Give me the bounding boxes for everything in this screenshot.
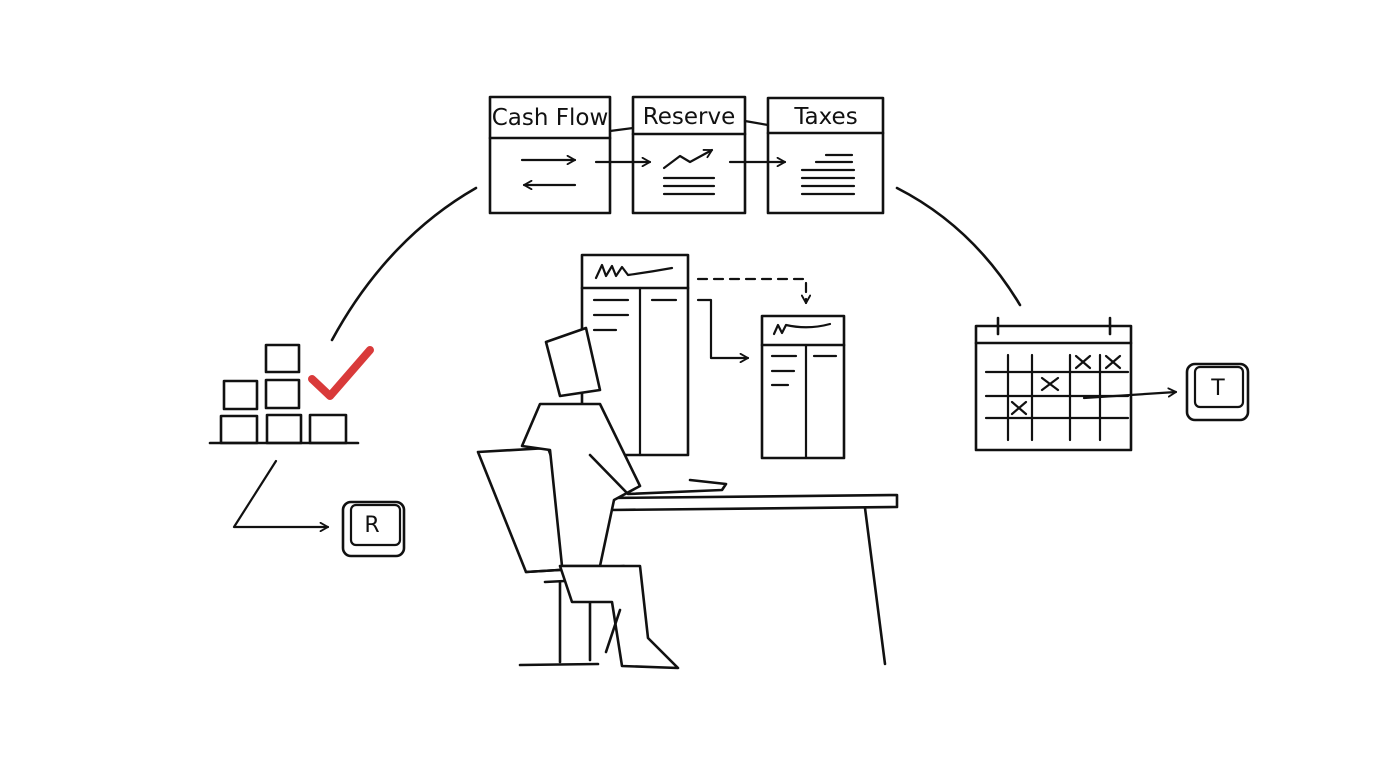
card-title-taxes: Taxes xyxy=(793,104,857,130)
key-t-letter: T xyxy=(1210,376,1225,401)
key-r: R xyxy=(341,500,406,558)
key-r-letter: R xyxy=(364,513,379,538)
left-arc xyxy=(330,186,478,342)
calendar-icon xyxy=(974,316,1178,452)
check-mark-icon xyxy=(308,346,374,400)
dashed-arrow xyxy=(696,277,806,305)
connector-1 xyxy=(608,126,635,133)
card-reserve: Reserve xyxy=(631,95,747,215)
key-t: T xyxy=(1185,362,1250,422)
arrow-to-small-sheet xyxy=(696,298,750,358)
person-at-desk-illustration xyxy=(476,326,899,670)
arrow-to-key-r xyxy=(232,459,330,527)
document-lines-icon xyxy=(800,153,856,196)
trend-up-icon xyxy=(662,148,716,196)
card-cash-flow: Cash Flow xyxy=(488,95,612,215)
transfer-arrows-icon xyxy=(520,160,577,185)
right-arc xyxy=(895,186,1022,307)
large-spreadsheet xyxy=(580,253,690,457)
connector-2 xyxy=(743,119,770,127)
stacked-boxes-icon xyxy=(208,343,360,445)
card-title-cash-flow: Cash Flow xyxy=(492,105,609,131)
card-title-reserve: Reserve xyxy=(643,104,735,130)
small-spreadsheet xyxy=(760,314,846,460)
card-taxes: Taxes xyxy=(766,96,885,215)
